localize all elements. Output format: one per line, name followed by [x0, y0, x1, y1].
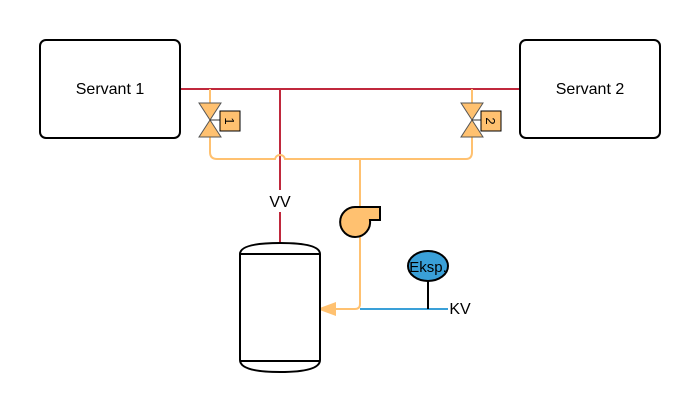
kv-label: KV: [449, 301, 471, 318]
servant-1-label: Servant 1: [76, 81, 145, 98]
servant-1-box[interactable]: Servant 1: [39, 39, 181, 139]
return-line-valve1: [209, 89, 473, 160]
valve-2[interactable]: 2: [460, 102, 502, 138]
valve-2-label: 2: [483, 117, 498, 124]
return-line-pump: [330, 159, 361, 310]
pump-icon[interactable]: [339, 205, 381, 238]
return-arrow-icon: [317, 302, 336, 316]
valve-1-label: 1: [222, 117, 237, 124]
servant-2-box[interactable]: Servant 2: [519, 39, 661, 139]
valve-1[interactable]: 1: [198, 102, 241, 138]
servant-2-label: Servant 2: [556, 81, 625, 98]
expansion-vessel[interactable]: Eksp.: [407, 250, 449, 309]
storage-tank[interactable]: [239, 241, 321, 374]
expansion-label: Eksp.: [409, 259, 447, 276]
vv-label: VV: [269, 194, 291, 211]
